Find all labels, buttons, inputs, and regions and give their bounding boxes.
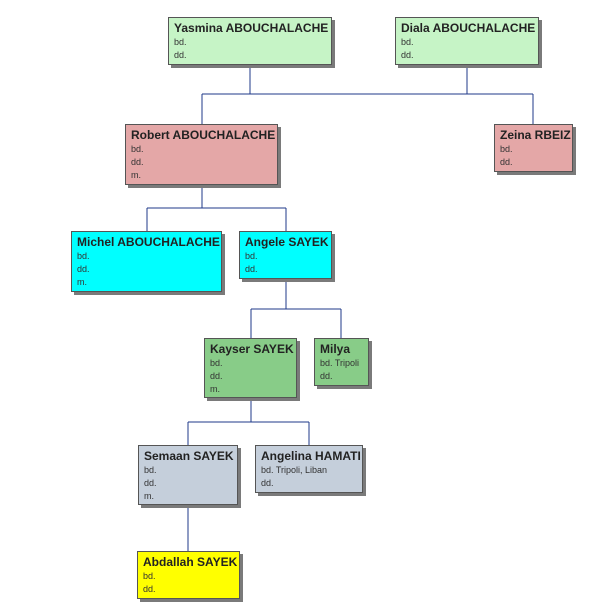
person-birth: bd. Tripoli, Liban xyxy=(261,465,328,475)
person-birth: bd. xyxy=(210,358,223,368)
person-name: Michel ABOUCHALACHE xyxy=(77,235,220,249)
person-card-milya[interactable]: Milya bd. Tripoli dd. xyxy=(314,338,369,386)
person-birth: bd. xyxy=(77,251,90,261)
person-name: Milya xyxy=(320,342,351,356)
person-card-angele[interactable]: Angele SAYEK bd. dd. xyxy=(239,231,332,279)
person-name: Abdallah SAYEK xyxy=(143,555,238,569)
person-card-robert[interactable]: Robert ABOUCHALACHE bd. dd. m. xyxy=(125,124,278,185)
person-birth: bd. xyxy=(131,144,144,154)
person-card-semaan[interactable]: Semaan SAYEK bd. dd. m. xyxy=(138,445,238,505)
person-card-abdallah[interactable]: Abdallah SAYEK bd. dd. xyxy=(137,551,240,599)
person-marriage: m. xyxy=(77,277,87,287)
person-death: dd. xyxy=(77,264,90,274)
person-marriage: m. xyxy=(210,384,220,394)
person-marriage: m. xyxy=(144,491,154,501)
person-birth: bd. xyxy=(174,37,187,47)
person-death: dd. xyxy=(143,584,156,594)
person-marriage: m. xyxy=(131,170,141,180)
person-death: dd. xyxy=(144,478,157,488)
person-card-angelina[interactable]: Angelina HAMATI bd. Tripoli, Liban dd. xyxy=(255,445,363,493)
person-birth: bd. xyxy=(245,251,258,261)
person-birth: bd. Tripoli xyxy=(320,358,360,368)
person-name: Robert ABOUCHALACHE xyxy=(131,128,276,142)
person-name: Diala ABOUCHALACHE xyxy=(401,21,536,35)
person-birth: bd. xyxy=(500,144,513,154)
person-death: dd. xyxy=(174,50,187,60)
person-card-michel[interactable]: Michel ABOUCHALACHE bd. dd. m. xyxy=(71,231,222,292)
person-name: Angelina HAMATI xyxy=(261,449,361,463)
person-death: dd. xyxy=(500,157,513,167)
person-card-diala[interactable]: Diala ABOUCHALACHE bd. dd. xyxy=(395,17,539,65)
person-name: Semaan SAYEK xyxy=(144,449,234,463)
person-death: dd. xyxy=(131,157,144,167)
person-name: Zeina RBEIZ xyxy=(500,128,571,142)
person-name: Angele SAYEK xyxy=(245,235,329,249)
person-death: dd. xyxy=(401,50,414,60)
person-death: dd. xyxy=(245,264,258,274)
person-card-zeina[interactable]: Zeina RBEIZ bd. dd. xyxy=(494,124,573,172)
person-birth: bd. xyxy=(143,571,156,581)
person-death: dd. xyxy=(261,478,274,488)
person-name: Kayser SAYEK xyxy=(210,342,294,356)
person-card-kayser[interactable]: Kayser SAYEK bd. dd. m. xyxy=(204,338,297,398)
person-card-yasmina[interactable]: Yasmina ABOUCHALACHE bd. dd. xyxy=(168,17,332,65)
person-name: Yasmina ABOUCHALACHE xyxy=(174,21,329,35)
person-birth: bd. xyxy=(144,465,157,475)
person-death: dd. xyxy=(320,371,333,381)
person-birth: bd. xyxy=(401,37,414,47)
person-death: dd. xyxy=(210,371,223,381)
